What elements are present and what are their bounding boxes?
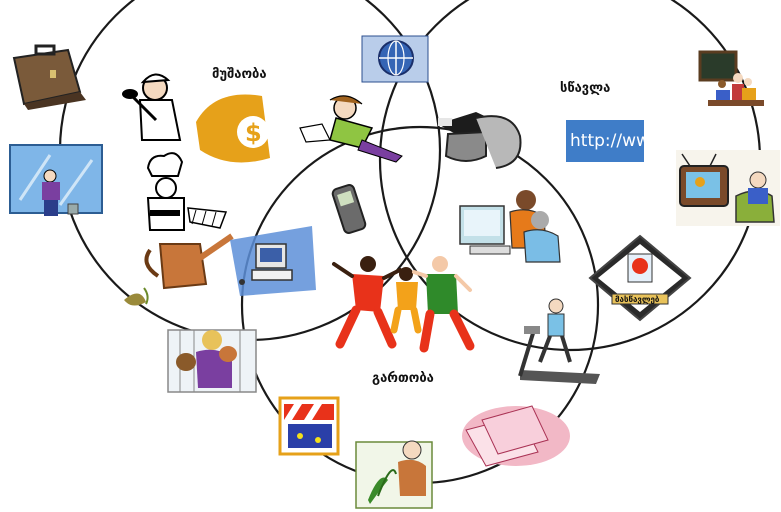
plumber-icon (122, 73, 182, 141)
globe-network-icon (361, 35, 429, 83)
classroom-icon (698, 50, 764, 106)
gardener-icon (355, 440, 433, 509)
running-woman-icon (299, 95, 403, 163)
dancing-people-icon (332, 256, 475, 353)
tv-viewer-icon (676, 150, 780, 226)
svg-text:$: $ (245, 119, 262, 147)
label-work: მუშაობა (212, 67, 267, 82)
treadmill-icon (518, 298, 600, 384)
label-fun: გართობა (372, 371, 434, 386)
window-washer-icon (9, 144, 103, 216)
computer-users-icon (459, 190, 561, 263)
school-sign-icon: მასწავლებ (588, 234, 692, 322)
computer-monitor-icon (230, 226, 316, 296)
watering-can-icon (124, 233, 234, 306)
http-banner-icon: http://www (566, 120, 664, 162)
tickets-icon (462, 405, 570, 467)
school-sign-text: მასწავლებ (615, 295, 660, 304)
pet-shelter-icon (167, 329, 257, 393)
mobile-phone-icon (331, 184, 367, 234)
graduation-cap-mouse-icon (438, 112, 522, 169)
briefcase-icon (12, 44, 86, 110)
label-study: სწავლა (560, 81, 610, 96)
dollar-coin-icon: $ (196, 94, 270, 163)
chef-icon (146, 152, 228, 231)
svg-text:http://www: http://www (570, 131, 664, 151)
film-clapper-icon (278, 396, 340, 456)
